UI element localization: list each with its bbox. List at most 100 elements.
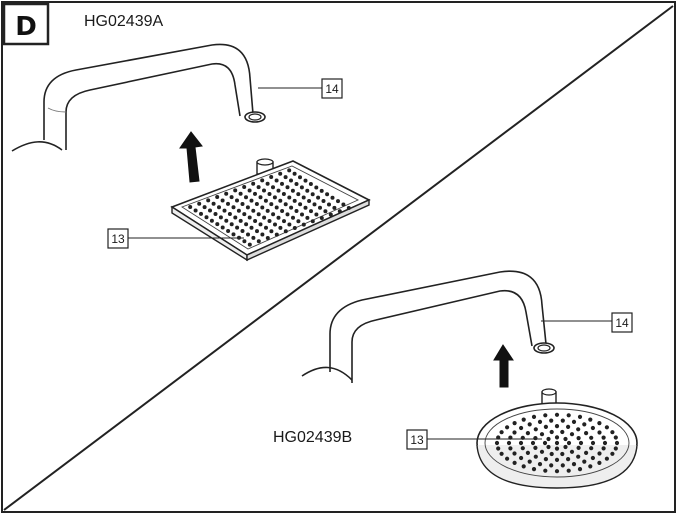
nozzle-dot (300, 212, 304, 217)
round-rain-shower-head (476, 388, 638, 489)
nozzle-dot (274, 178, 279, 183)
nozzle-dot (273, 222, 277, 227)
nozzle-dot (542, 440, 548, 446)
nozzle-dot (543, 457, 549, 462)
nozzle-dot (254, 202, 259, 206)
callout-box-13-a (107, 228, 129, 249)
nozzle-dot (280, 181, 284, 186)
nozzle-dot (512, 430, 517, 435)
nozzle-dot (323, 209, 328, 214)
nozzle-dot (543, 413, 548, 418)
callout-box-13-b (406, 429, 428, 450)
nozzle-dot (251, 235, 256, 240)
nozzle-dot (602, 440, 608, 446)
nozzle-dot (310, 192, 315, 197)
nozzle-dot (531, 467, 537, 472)
nozzle-dot (278, 198, 283, 203)
nozzle-dot (601, 435, 606, 440)
nozzle-dot (543, 424, 549, 429)
nozzle-dot (589, 435, 594, 440)
nozzle-dot (554, 412, 560, 417)
nozzle-dot (269, 175, 274, 179)
nozzle-dot (614, 440, 620, 446)
nozzle-dot (566, 413, 571, 418)
nozzle-dot (271, 212, 276, 217)
nozzle-dot (224, 191, 229, 196)
nozzle-dot (303, 178, 308, 183)
nozzle-dot (590, 440, 596, 446)
nozzle-dot (199, 211, 203, 216)
nozzle-dot (213, 212, 218, 216)
nozzle-dot (327, 202, 331, 207)
nozzle-dot (244, 222, 249, 227)
nozzle-dot (276, 215, 281, 220)
nozzle-dot (577, 414, 583, 419)
nozzle-dot (499, 430, 504, 435)
nozzle-dot (576, 436, 581, 441)
nozzle-dot (554, 469, 560, 474)
nozzle-dot (506, 440, 512, 446)
nozzle-dot (576, 427, 581, 432)
nozzle-dot (336, 199, 340, 204)
nozzle-dot (240, 229, 245, 233)
nozzle-dot (220, 198, 225, 203)
nozzle-dot (560, 451, 565, 457)
nozzle-dot (267, 219, 272, 223)
nozzle-dot (566, 468, 571, 473)
step-box (2, 2, 50, 46)
nozzle-dot (549, 463, 554, 468)
nozzle-dot (290, 188, 295, 193)
nozzle-dot (283, 175, 288, 180)
nozzle-dot (209, 218, 214, 223)
nozzle-dot (217, 205, 221, 210)
nozzle-dot (188, 205, 193, 209)
nozzle-dot (283, 202, 288, 207)
nozzle-dot (202, 205, 207, 210)
nozzle-dot (571, 462, 577, 467)
nozzle-dot (229, 195, 234, 200)
nozzle-dot (569, 432, 575, 437)
wall-edge-b (301, 366, 353, 381)
nozzle-dot (263, 198, 268, 203)
nozzle-dot (305, 215, 310, 220)
model-label-a: HG02439A (84, 13, 163, 30)
square-head-nozzles (188, 168, 351, 247)
nozzle-dot (563, 436, 568, 442)
nozzle-dot (292, 171, 297, 176)
nozzle-dot (577, 467, 583, 472)
nozzle-dot (289, 178, 293, 183)
nozzle-dot (260, 232, 265, 237)
nozzle-dot (530, 440, 536, 446)
nozzle-dot (584, 431, 589, 436)
nozzle-dot (258, 222, 263, 227)
nozzle-dot (560, 463, 565, 468)
nozzle-dot (588, 464, 593, 469)
nozzle-dot (590, 455, 596, 461)
nozzle-dot (566, 440, 572, 446)
nozzle-dot (238, 191, 243, 196)
callout-14-b: 14 (615, 316, 629, 330)
nozzle-dot (309, 209, 313, 214)
nozzle-dot (305, 188, 310, 193)
nozzle-dot (543, 468, 548, 473)
nozzle-dot (332, 205, 337, 210)
nozzle-dot (256, 185, 261, 190)
nozzle-dot (283, 229, 288, 234)
nozzle-dot (224, 218, 229, 223)
nozzle-dot (554, 440, 560, 446)
nozzle-dot (256, 239, 261, 244)
nozzle-dot (601, 446, 606, 451)
shower-arm-a (43, 43, 266, 150)
nozzle-dot (308, 182, 313, 186)
direction-up-arrow-icon-b (493, 344, 514, 388)
nozzle-dot (208, 208, 212, 213)
nozzle-dot (531, 414, 537, 419)
nozzle-dot (537, 419, 543, 424)
nozzle-dot (231, 205, 236, 210)
nozzle-dot (582, 459, 587, 464)
nozzle-dot (238, 218, 243, 223)
nozzle-dot (610, 451, 615, 456)
nozzle-dot (496, 446, 501, 451)
